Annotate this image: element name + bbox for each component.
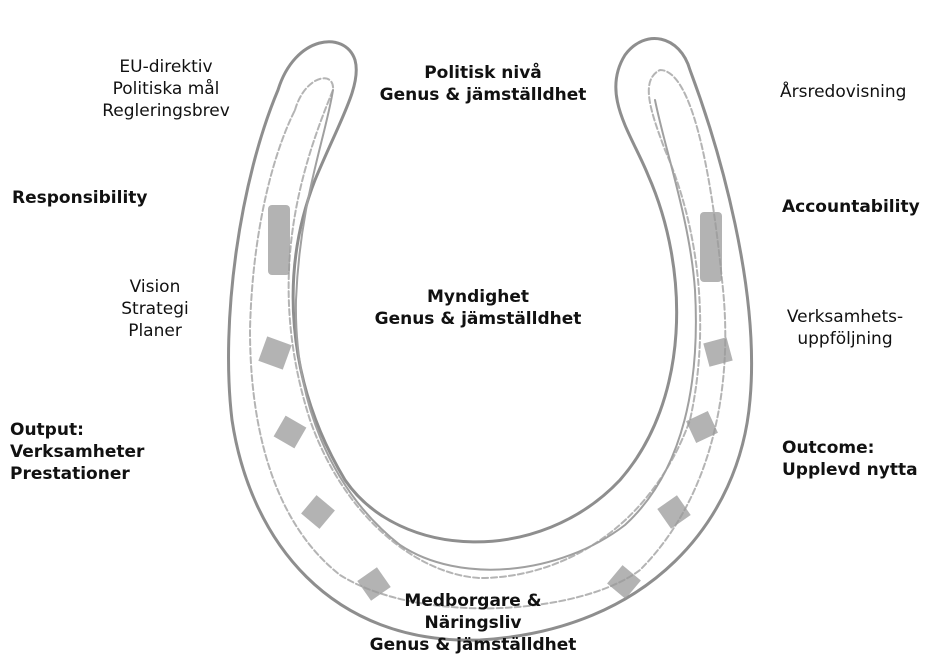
label-line: uppföljning — [770, 328, 920, 350]
label-line: Output: — [10, 419, 144, 441]
eu-directives-label: EU-direktiv Politiska mål Regleringsbrev — [76, 56, 256, 122]
nail-hole — [657, 495, 690, 528]
label-line: Regleringsbrev — [76, 100, 256, 122]
label-line: Genus & jämställdhet — [363, 308, 593, 330]
nail-hole — [274, 416, 307, 449]
accountability-label: Accountability — [782, 196, 920, 218]
label-line: Politisk nivå — [368, 62, 598, 84]
label-line: Genus & jämställdhet — [358, 634, 588, 656]
nail-hole — [700, 212, 722, 282]
annual-report-label: Årsredovisning — [780, 81, 906, 103]
horseshoe-outer-edge — [229, 39, 752, 641]
nail-hole — [301, 495, 335, 529]
responsibility-label: Responsibility — [12, 187, 148, 209]
authority-label: Myndighet Genus & jämställdhet — [363, 286, 593, 330]
label-line: Myndighet — [363, 286, 593, 308]
label-line: Upplevd nytta — [782, 459, 918, 481]
output-label: Output: Verksamheter Prestationer — [10, 419, 144, 485]
label-line: Verksamheter — [10, 441, 144, 463]
label-line: Verksamhets- — [770, 306, 920, 328]
follow-up-label: Verksamhets- uppföljning — [770, 306, 920, 350]
label-line: Genus & jämställdhet — [368, 84, 598, 106]
nail-hole — [258, 336, 291, 369]
horseshoe-groove — [250, 70, 725, 608]
label-line: Vision — [90, 276, 220, 298]
label-line: Planer — [90, 320, 220, 342]
label-line: EU-direktiv — [76, 56, 256, 78]
label-line: Näringsliv — [358, 612, 588, 634]
label-line: Outcome: — [782, 437, 918, 459]
label-line: Accountability — [782, 196, 920, 218]
nail-hole — [703, 337, 732, 366]
label-line: Prestationer — [10, 463, 144, 485]
label-line: Politiska mål — [76, 78, 256, 100]
vision-label: Vision Strategi Planer — [90, 276, 220, 342]
label-line: Årsredovisning — [780, 81, 906, 103]
citizens-label: Medborgare & Näringsliv Genus & jämställ… — [358, 590, 588, 656]
label-line: Strategi — [90, 298, 220, 320]
nail-hole — [268, 205, 290, 275]
label-line: Medborgare & — [358, 590, 588, 612]
label-line: Responsibility — [12, 187, 148, 209]
outcome-label: Outcome: Upplevd nytta — [782, 437, 918, 481]
political-level-label: Politisk nivå Genus & jämställdhet — [368, 62, 598, 106]
